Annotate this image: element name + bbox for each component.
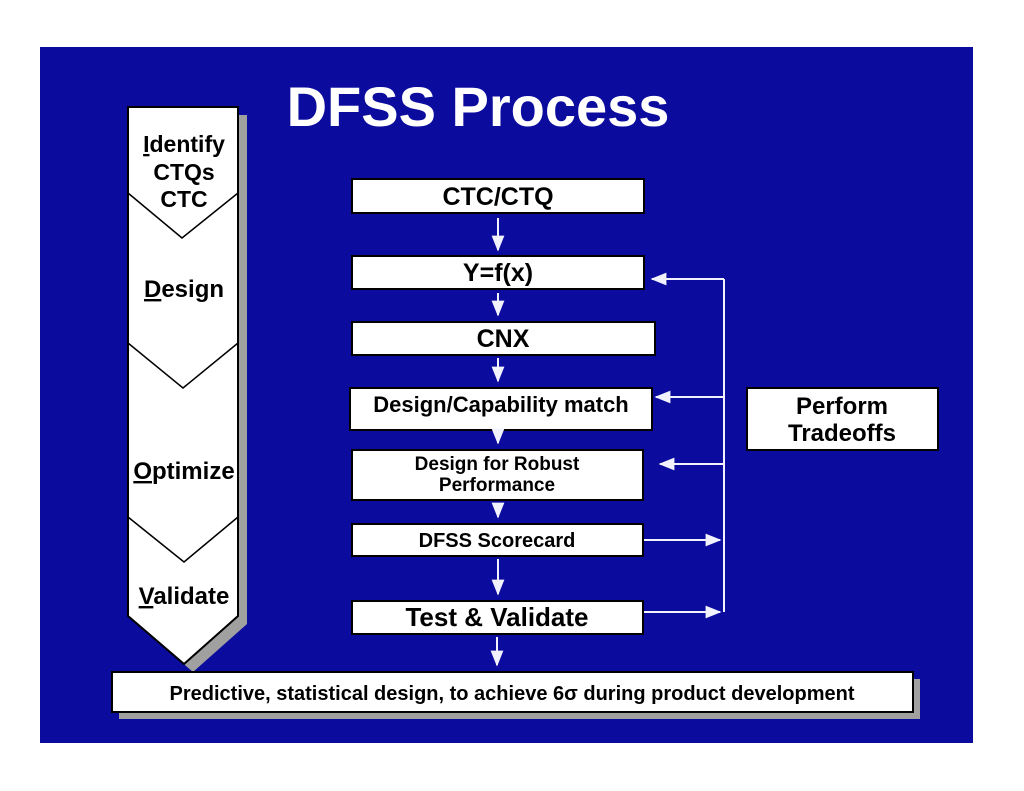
phase-validate-initial: V [139,583,155,610]
tradeoffs-line2: Tradeoffs [788,420,896,447]
flow-box-design-capability [349,387,653,431]
phase-divider-3 [127,516,239,563]
phase-design-rest: esign [161,276,224,303]
phase-validate-rest: alidate [153,583,229,610]
phase-optimize-rest: ptimize [152,458,235,485]
flow-box-test-validate [351,600,644,635]
footer-banner-body [111,671,914,713]
phase-identify-subline-ctc: CTC [160,186,207,212]
flow-box-cnx-label: CNX [477,325,530,353]
flow-box-robust-performance-line2: Performance [439,475,555,496]
phase-identify-label: Identify [143,131,225,157]
flow-box-ctc-ctq-label: CTC/CTQ [442,183,553,211]
phase-identify-initial: I [143,131,149,157]
flow-box-y-fx-label: Y=f(x) [463,259,533,287]
tradeoffs-line1: Perform [796,393,888,420]
flow-boxes: CTC/CTQ Y=f(x) CNX Design/Capability mat… [349,178,656,635]
phase-column-body [127,106,239,666]
phase-divider-2 [127,342,239,389]
phase-optimize-initial: O [133,458,152,485]
tradeoffs-box: Perform Tradeoffs [746,387,939,451]
flow-box-robust-performance [351,449,644,501]
phase-divider-1 [127,192,239,239]
flow-box-design-capability-label: Design/Capability match [373,392,629,417]
footer-banner-label: Predictive, statistical design, to achie… [170,683,855,705]
phase-column: Identify CTQs CTC Design Optimize Valida… [127,106,247,672]
phase-validate-label: Validate [139,583,230,610]
feedback-loop [644,272,725,619]
phase-identify-rest: dentify [150,131,226,157]
flow-box-y-fx [351,255,645,290]
flow-box-test-validate-label: Test & Validate [405,602,588,632]
flow-arrows [490,218,505,667]
flow-box-dfss-scorecard-label: DFSS Scorecard [419,530,576,552]
flow-box-dfss-scorecard [351,523,644,557]
phase-design-initial: D [144,276,161,303]
footer-banner: Predictive, statistical design, to achie… [111,671,920,719]
flow-box-robust-performance-line1: Design for Robust [415,454,580,475]
phase-design-label: Design [144,276,224,303]
flow-box-ctc-ctq [351,178,645,214]
phase-optimize-label: Optimize [133,458,234,485]
phase-identify-subline-ctqs: CTQs [153,159,214,185]
tradeoffs-box-body [746,387,939,451]
slide-title: DFSS Process [287,75,670,138]
flow-box-cnx [351,321,656,356]
